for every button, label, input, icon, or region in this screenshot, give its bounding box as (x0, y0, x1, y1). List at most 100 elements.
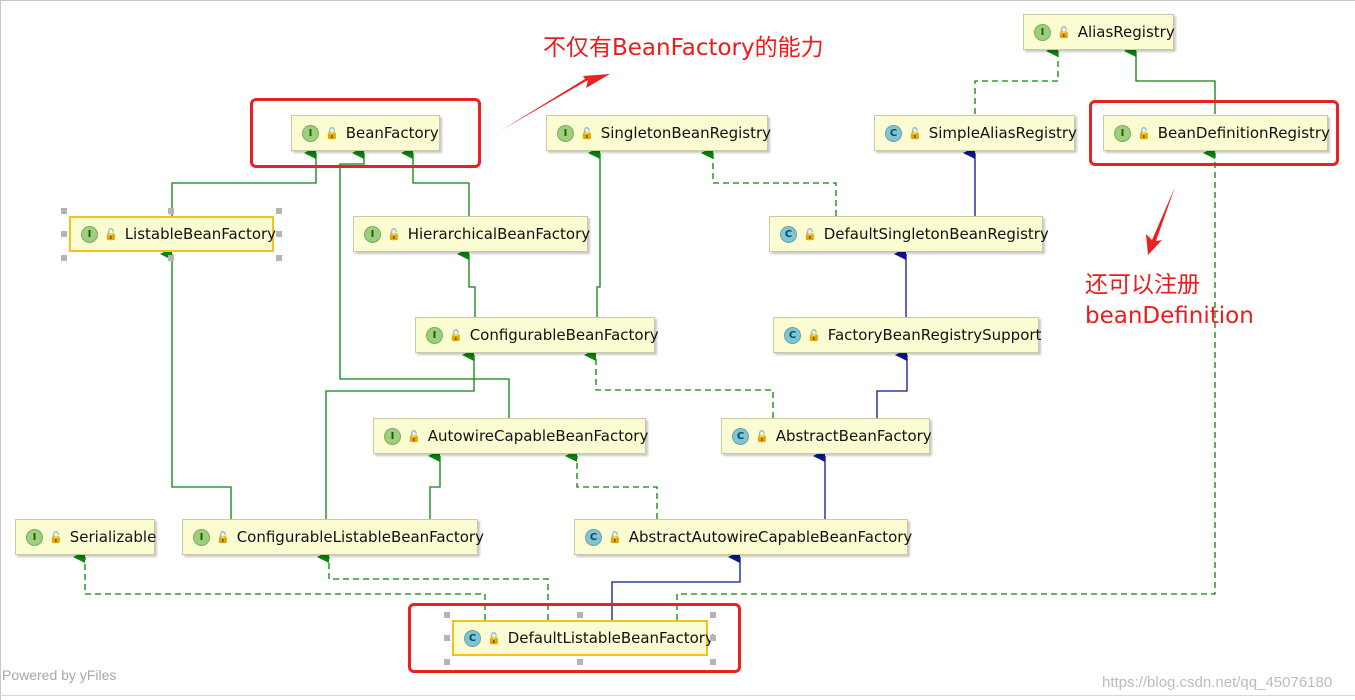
edge-hierarchical-to-beanfactory (401, 147, 470, 216)
node-label: ConfigurableListableBeanFactory (236, 528, 484, 546)
node-bean-definition-registry[interactable]: I 🔓 BeanDefinitionRegistry (1103, 115, 1330, 151)
selection-handle[interactable] (168, 208, 174, 214)
node-label: BeanDefinitionRegistry (1157, 124, 1330, 142)
node-abstract-bean-factory[interactable]: C 🔓 AbstractBeanFactory (721, 418, 932, 454)
public-access-icon: 🔓 (49, 530, 63, 544)
node-hierarchical-bean-factory[interactable]: I 🔓 HierarchicalBeanFactory (353, 216, 591, 252)
node-label: HierarchicalBeanFactory (407, 225, 591, 243)
interface-icon: I (1034, 23, 1051, 41)
public-access-icon: 🔓 (908, 126, 922, 140)
selection-handle[interactable] (577, 612, 583, 618)
interface-icon: I (384, 427, 401, 445)
selection-handle[interactable] (444, 612, 450, 618)
node-listable-bean-factory[interactable]: I 🔓 ListableBeanFactory (69, 216, 277, 252)
powered-by-label: Powered by yFiles (2, 667, 117, 683)
node-label: SimpleAliasRegistry (928, 124, 1077, 142)
annotation-right-note-line1: 还可以注册 (1085, 272, 1200, 298)
selection-handle[interactable] (710, 612, 716, 618)
edge-defaultlistable-to-serializable (73, 551, 486, 620)
interface-icon: I (364, 225, 381, 243)
node-label: FactoryBeanRegistrySupport (827, 326, 1042, 344)
selection-handle[interactable] (710, 635, 716, 641)
frame-top-border (0, 0, 1355, 1)
public-access-icon: 🔓 (608, 530, 622, 544)
selection-handle[interactable] (276, 255, 282, 261)
highlight-box-default-listable-bean-factory (408, 603, 741, 673)
node-label: AbstractAutowireCapableBeanFactory (628, 528, 913, 546)
public-access-icon: 🔓 (755, 429, 769, 443)
node-label: DefaultSingletonBeanRegistry (823, 225, 1049, 243)
selection-handle[interactable] (276, 231, 282, 237)
edge-beandefinitionregistry-to-aliasregistry (1124, 45, 1216, 114)
selection-handle[interactable] (444, 635, 450, 641)
edge-listable-to-beanfactory (171, 147, 317, 216)
selection-handle[interactable] (444, 659, 450, 665)
class-icon: C (885, 124, 902, 142)
edge-configlistable-to-listable (160, 248, 232, 519)
class-icon: C (780, 225, 797, 243)
public-access-icon: 🔓 (104, 227, 118, 241)
edge-defaultlistable-to-beandefinitionregistry (676, 147, 1216, 620)
node-autowire-capable-bean-factory[interactable]: I🔓AutowireCapableBeanFactory (373, 418, 648, 454)
abstract-class-icon: C (585, 528, 602, 546)
node-label: ListableBeanFactory (124, 225, 277, 243)
node-abstract-autowire-capable-bean-factory[interactable]: C 🔓 AbstractAutowireCapableBeanFactory (574, 519, 912, 555)
node-factory-bean-registry-support[interactable]: C🔓FactoryBeanRegistrySupport (773, 317, 1042, 353)
public-access-icon: 🔓 (216, 530, 230, 544)
public-access-icon: 🔓 (1137, 126, 1151, 140)
node-default-singleton-bean-registry[interactable]: C 🔓 DefaultSingletonBeanRegistry (769, 216, 1049, 252)
node-label: AbstractBeanFactory (775, 427, 932, 445)
edge-configlistable-to-autowire (428, 450, 441, 519)
interface-icon: I (557, 124, 574, 142)
node-serializable[interactable]: I 🔓 Serializable (15, 519, 157, 555)
selection-handle[interactable] (168, 255, 174, 261)
abstract-class-icon: C (732, 427, 749, 445)
frame-left-border (0, 0, 1, 700)
edge-autowire-to-beanfactory (339, 147, 510, 418)
node-default-listable-bean-factory[interactable]: C🔓DefaultListableBeanFactory (452, 620, 714, 656)
node-configurable-listable-bean-factory[interactable]: I 🔓 ConfigurableListableBeanFactory (182, 519, 484, 555)
abstract-class-icon: C (784, 326, 801, 344)
node-label: BeanFactory (345, 124, 439, 142)
public-access-icon: 🔓 (449, 328, 463, 342)
public-access-icon: 🔓 (1057, 25, 1071, 39)
edge-abstractbeanfactory-to-configurable (584, 349, 774, 418)
class-icon: C (464, 629, 481, 647)
edge-configurable-to-singletonregistry (588, 147, 601, 317)
public-access-icon: 🔓 (387, 227, 401, 241)
edge-defaultsingleton-to-singletonregistry (701, 147, 837, 216)
node-simple-alias-registry[interactable]: C 🔓 SimpleAliasRegistry (874, 115, 1077, 151)
interface-icon: I (302, 124, 319, 142)
annotation-top-note: 不仅有BeanFactory的能力 (543, 35, 824, 61)
node-label: Serializable (69, 528, 157, 546)
node-label: SingletonBeanRegistry (600, 124, 772, 142)
interface-icon: I (1114, 124, 1131, 142)
node-configurable-bean-factory[interactable]: I🔓ConfigurableBeanFactory (415, 317, 659, 353)
public-access-icon: 🔓 (803, 227, 817, 241)
interface-icon: I (81, 225, 98, 243)
interface-icon: I (193, 528, 210, 546)
node-singleton-bean-registry[interactable]: I 🔓 SingletonBeanRegistry (546, 115, 772, 151)
edge-simplealias-to-aliasregistry (974, 45, 1059, 114)
selection-handle[interactable] (577, 659, 583, 665)
edge-defaultlistable-to-abstractautowire (611, 551, 741, 620)
selection-handle[interactable] (710, 659, 716, 665)
interface-icon: I (26, 528, 43, 546)
selection-handle[interactable] (276, 208, 282, 214)
annotation-arrow-to-beanfactory (500, 74, 610, 131)
annotation-right-note-line2: beanDefinition (1085, 303, 1254, 329)
node-bean-factory[interactable]: I🔓BeanFactory (291, 115, 440, 151)
frame-bottom-border (0, 695, 1355, 696)
node-alias-registry[interactable]: I🔓AliasRegistry (1023, 14, 1175, 50)
public-access-icon: 🔓 (580, 126, 594, 140)
selection-handle[interactable] (61, 208, 67, 214)
selection-handle[interactable] (61, 231, 67, 237)
selection-handle[interactable] (61, 255, 67, 261)
annotation-arrow-to-beandefinitionregistry (1146, 187, 1175, 255)
edge-abstractbeanfactory-to-factorysupport (876, 349, 908, 418)
edge-configurable-to-hierarchical (457, 248, 476, 317)
edge-defaultlistable-to-configlistable (317, 551, 549, 620)
public-access-icon: 🔓 (407, 429, 421, 443)
